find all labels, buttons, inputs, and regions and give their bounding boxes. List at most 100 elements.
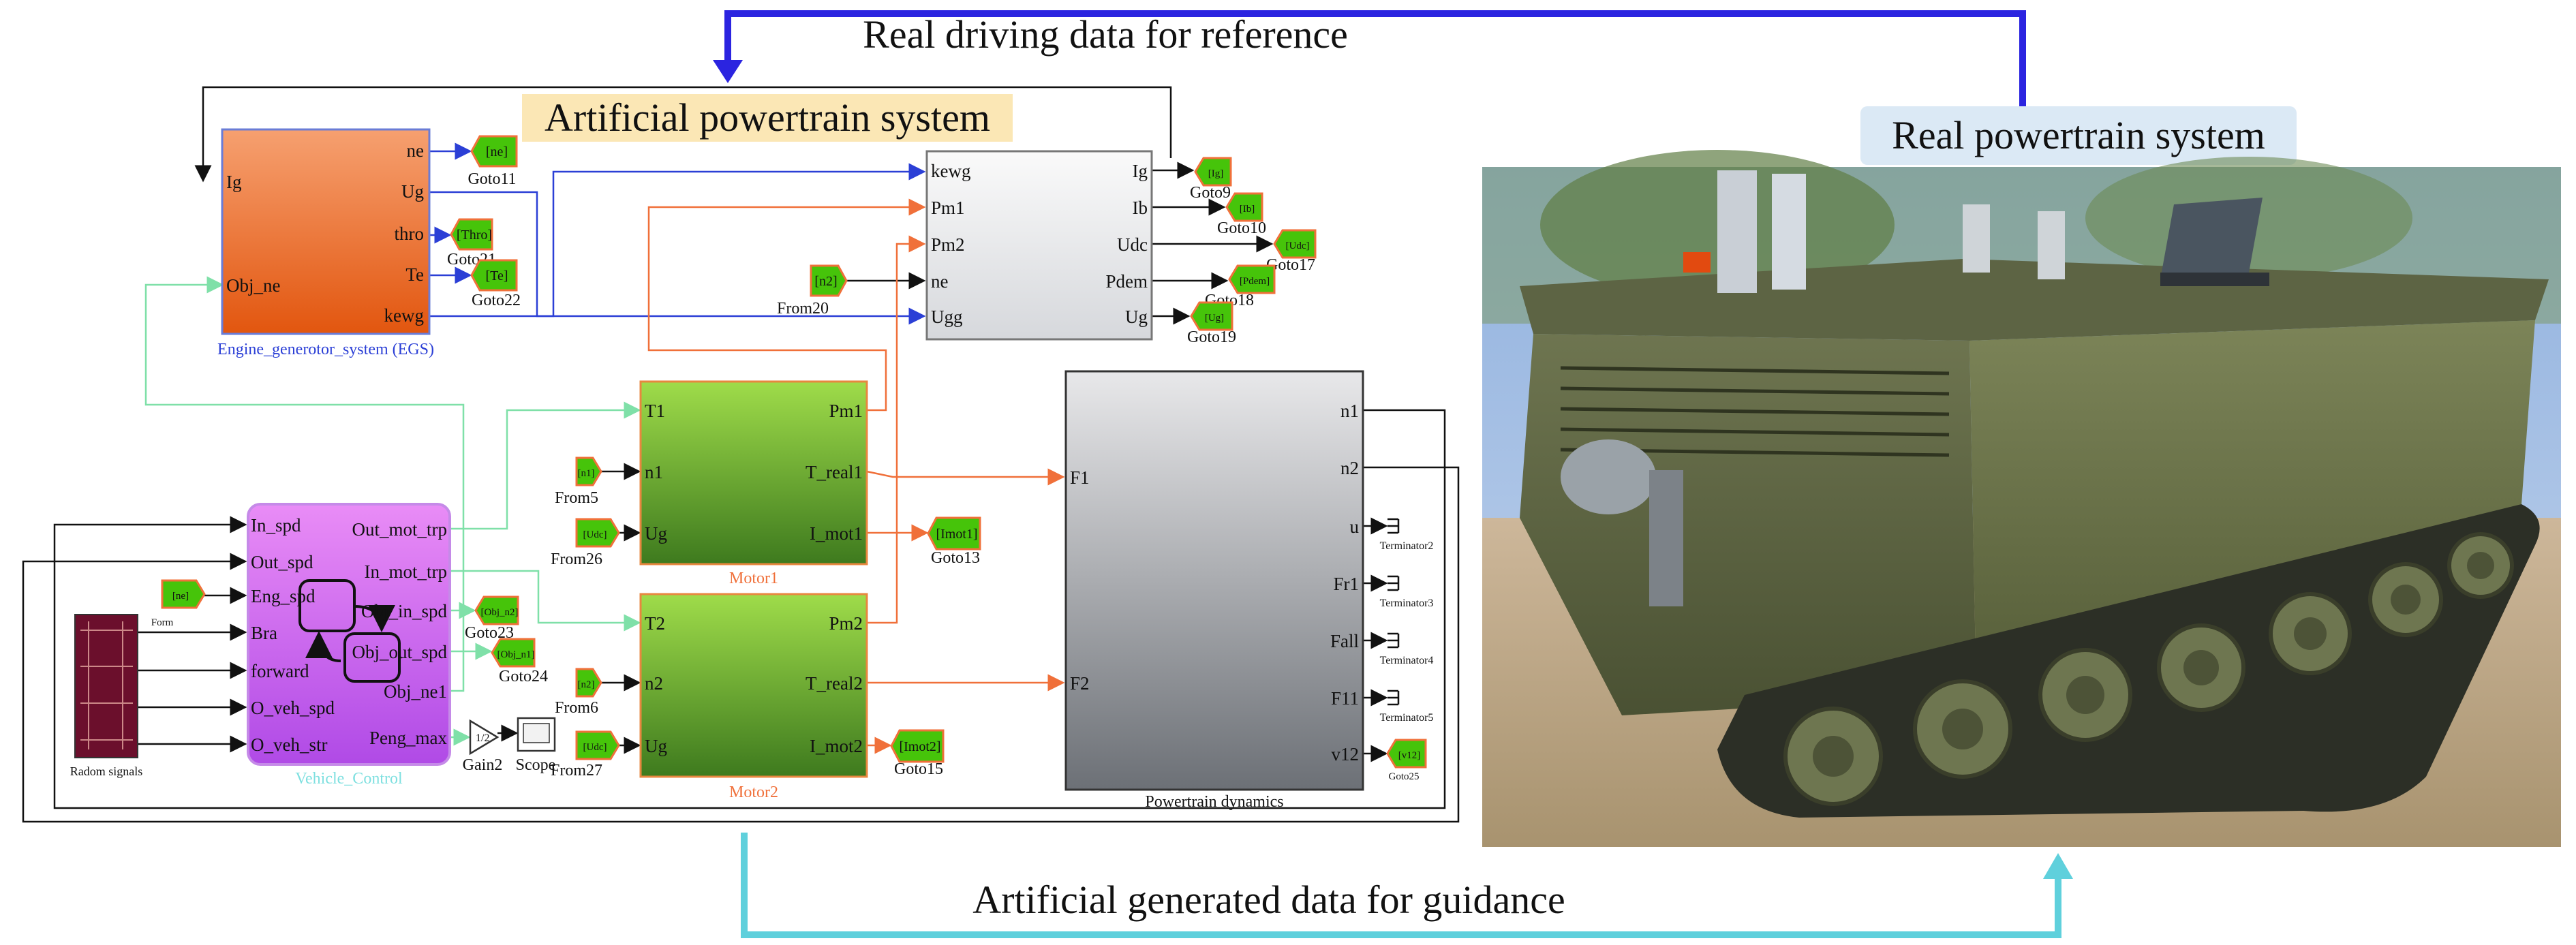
goto-shape (927, 516, 981, 551)
motor2-block[interactable] (639, 593, 868, 778)
from-from20[interactable]: [n2]From20 (777, 264, 848, 317)
terminator-terminator5[interactable]: Terminator5 (1380, 690, 1434, 724)
from-from5[interactable]: [n1]From5 (555, 456, 602, 507)
dyn-in-f1: F1 (1070, 467, 1090, 488)
from-from26[interactable]: [Udc]From26 (551, 518, 620, 568)
vehicle-photo (1482, 150, 2561, 847)
dynamics-block[interactable] (1064, 370, 1364, 791)
from-name: Form (151, 617, 174, 628)
vc-out-obj-ne1: Obj_ne1 (384, 681, 447, 702)
vc-caption: Vehicle_Control (295, 770, 403, 788)
radom-signals-block[interactable] (74, 614, 138, 758)
vc-out-obj-out-spd: Obj_out_spd (352, 642, 447, 662)
terminator-terminator4[interactable]: Terminator4 (1380, 632, 1434, 666)
goto-tag-text: [Te] (485, 268, 508, 283)
gen-in-pm2: Pm2 (931, 234, 965, 255)
terminator-icon (1387, 518, 1400, 534)
goto-name: Goto15 (894, 760, 943, 778)
egs-out-ne: ne (407, 140, 425, 161)
from-from27[interactable]: [Udc] From27 (551, 730, 620, 779)
goto-goto23[interactable]: [Obj_n2]Goto23 (465, 595, 519, 642)
goto-goto13[interactable]: [Imot1]Goto13 (927, 516, 981, 567)
goto-tag-text: [Imot1] (936, 527, 977, 542)
from-shape (575, 456, 602, 486)
vc-out-out-mot-trp: Out_mot_trp (352, 519, 448, 540)
terminator-terminator2[interactable]: Terminator2 (1380, 518, 1434, 552)
goto-goto15[interactable]: [Imot2] Goto15 (890, 729, 945, 778)
from-name: From27 (551, 762, 602, 779)
egs-caption: Engine_generotor_system (EGS) (217, 341, 434, 358)
motor2-out-pm2: Pm2 (829, 613, 863, 634)
dyn-out-n1: n1 (1340, 401, 1359, 421)
from-form[interactable]: [ne] Form (151, 579, 206, 628)
from-shape (810, 264, 848, 297)
goto-goto11[interactable]: [ne]Goto11 (467, 135, 518, 188)
real-title-bg (1860, 106, 2297, 165)
goto-tag-text: [ne] (486, 144, 508, 159)
motor1-block[interactable] (639, 380, 868, 566)
goto-goto25[interactable]: [v12]Goto25 (1386, 739, 1427, 782)
vc-out-obj-in-spd: Obj_in_spd (361, 601, 448, 621)
goto-tag-text: [Udc] (1286, 241, 1310, 251)
from-tag-text: [n2] (814, 274, 837, 289)
motor2-in-n2: n2 (645, 673, 663, 694)
egs-in-ig: Ig (226, 172, 242, 192)
egs-out-te: Te (405, 264, 424, 285)
goto-shape (1228, 264, 1276, 294)
terminator-name: Terminator3 (1380, 598, 1434, 609)
goto-goto24[interactable]: [Obj_n1]Goto24 (491, 638, 548, 685)
goto-shape (1273, 229, 1317, 259)
gen-in-ugg: Ugg (931, 307, 963, 327)
dyn-out-u: u (1350, 516, 1360, 537)
motor1-in-n1: n1 (645, 462, 663, 482)
goto-name: Goto19 (1187, 328, 1236, 346)
from-tag-text: [n1] (578, 468, 595, 479)
tag-layer: [ne]Goto11[Thro]Goto21[Te]Goto22[Ig]Goto… (151, 135, 1427, 782)
from-from6[interactable]: [n2]From6 (555, 668, 602, 717)
goto-name: Goto9 (1190, 184, 1231, 202)
motor2-out-imot2: I_mot2 (810, 736, 863, 756)
goto-tag-text: [Ib] (1240, 204, 1255, 215)
goto-goto9[interactable]: [Ig] Goto9 (1190, 157, 1232, 202)
egs-block[interactable] (221, 128, 431, 335)
from-shape (161, 579, 206, 609)
egs-in-obj-ne: Obj_ne (226, 275, 281, 296)
terminator-name: Terminator2 (1380, 540, 1434, 552)
dyn-out-fall: Fall (1330, 631, 1359, 651)
from-tag-text: [Udc] (583, 742, 607, 753)
from-name: From6 (555, 699, 598, 717)
dyn-out-f11: F11 (1331, 688, 1359, 709)
from-shape (575, 668, 602, 698)
goto-goto19[interactable]: [Ug]Goto19 (1187, 301, 1236, 346)
vc-in-bra: Bra (251, 623, 277, 643)
motor1-out-imot1: I_mot1 (810, 523, 863, 544)
vehicle-control-block[interactable] (247, 503, 451, 766)
gain-value: 1/2 (476, 732, 489, 744)
gen-out-udc: Udc (1117, 234, 1148, 255)
goto-tag-text: [Imot2] (899, 739, 940, 754)
dyn-caption: Powertrain dynamics (1145, 793, 1283, 811)
goto-shape (450, 218, 493, 251)
goto-goto22[interactable]: [Te]Goto22 (470, 259, 521, 309)
terminator-terminator3[interactable]: Terminator3 (1380, 575, 1434, 609)
from-tag-text: [ne] (172, 591, 189, 602)
vc-out-in-mot-trp: In_mot_trp (365, 561, 448, 582)
vc-in-forward: forward (251, 661, 309, 681)
gen-out-ug: Ug (1125, 307, 1148, 327)
ig-feedback-wire (194, 86, 1172, 183)
gain-block[interactable] (469, 719, 500, 756)
vc-in-o-veh-str: O_veh_str (251, 734, 327, 755)
scope-block[interactable] (517, 717, 556, 752)
vc-in-o-veh-spd: O_veh_spd (251, 698, 335, 718)
goto-goto10[interactable]: [Ib]Goto10 (1217, 192, 1266, 237)
vc-out-peng-max: Peng_max (369, 728, 447, 748)
generator-block[interactable] (925, 150, 1153, 341)
from-shape (575, 730, 620, 760)
goto-tag-text: [Ig] (1208, 168, 1224, 179)
goto-shape (470, 135, 518, 168)
motor1-in-t1: T1 (645, 401, 665, 421)
from-tag-text: [Udc] (583, 529, 607, 540)
goto-tag-text: [v12] (1398, 750, 1421, 761)
